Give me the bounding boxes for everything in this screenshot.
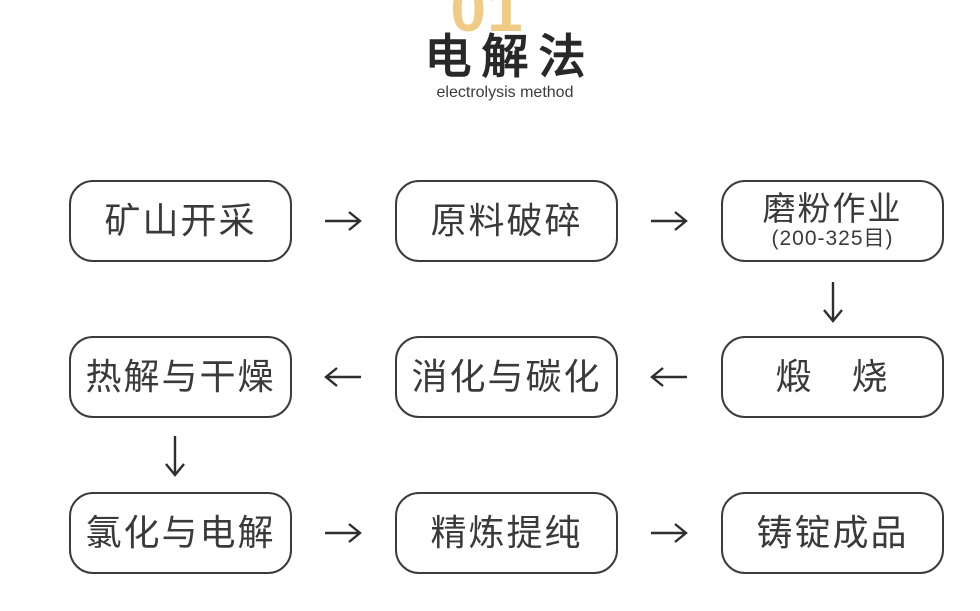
flow-box-digestion-carbonization: 消化与碳化 xyxy=(395,336,618,418)
flow-box-label: 氯化与电解 xyxy=(85,512,276,554)
flow-box-pyrolysis-drying: 热解与干燥 xyxy=(69,336,292,418)
arrow-left-icon xyxy=(649,364,689,390)
arrow-right-icon xyxy=(323,208,363,234)
flow-box-label: 煅 烧 xyxy=(775,356,890,398)
page-subtitle: electrolysis method xyxy=(436,84,574,101)
flow-box-label: 原料破碎 xyxy=(430,200,583,242)
arrow-left-icon xyxy=(323,364,363,390)
flow-box-label: 磨粉作业 xyxy=(762,190,903,228)
arrow-right-icon xyxy=(649,520,689,546)
section-number: 01 xyxy=(450,0,524,45)
arrow-right-icon xyxy=(323,520,363,546)
page-title: 电解法 xyxy=(424,30,596,83)
flow-box-label: 热解与干燥 xyxy=(85,356,276,398)
flow-box-crushing: 原料破碎 xyxy=(395,180,618,262)
flow-box-milling: 磨粉作业 (200-325目) xyxy=(721,180,944,262)
arrow-down-icon xyxy=(162,434,188,478)
flow-box-label: 矿山开采 xyxy=(104,200,257,242)
flow-box-mining: 矿山开采 xyxy=(69,180,292,262)
arrow-right-icon xyxy=(649,208,689,234)
flow-box-ingot-product: 铸锭成品 xyxy=(721,492,944,574)
flow-box-label: 精炼提纯 xyxy=(430,512,583,554)
arrow-down-icon xyxy=(820,280,846,324)
flow-box-label: 铸锭成品 xyxy=(756,512,909,554)
flow-box-chlorination-electrolysis: 氯化与电解 xyxy=(69,492,292,574)
flow-box-refining: 精炼提纯 xyxy=(395,492,618,574)
flow-box-label: 消化与碳化 xyxy=(411,356,602,398)
flow-box-calcination: 煅 烧 xyxy=(721,336,944,418)
flow-box-sublabel: (200-325目) xyxy=(771,226,894,250)
